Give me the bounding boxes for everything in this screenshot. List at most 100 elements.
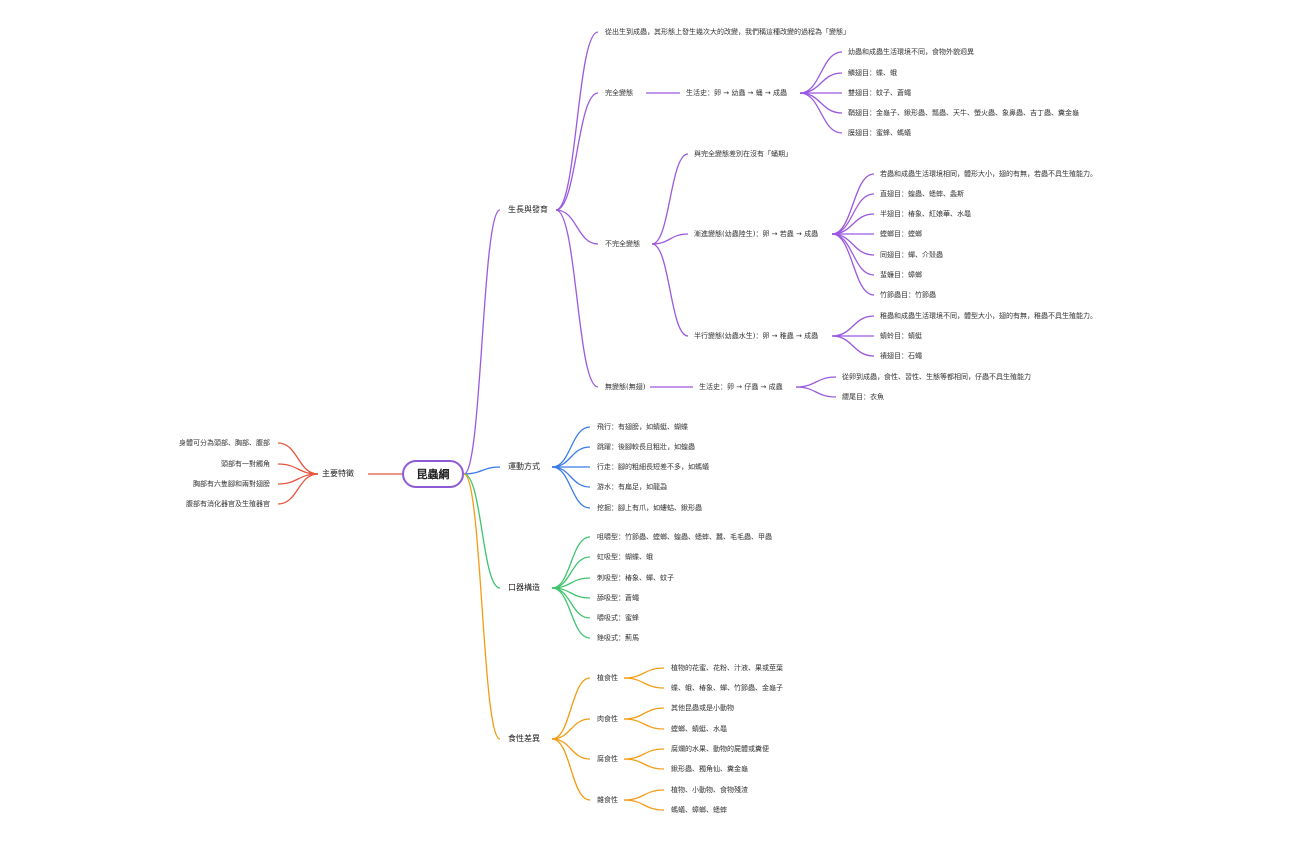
gradual-meta-item[interactable]: 同翅目：蟬、介殼蟲 xyxy=(880,251,943,259)
link-diet-item xyxy=(623,677,665,689)
mouthparts-item[interactable]: 銼吸式：薊馬 xyxy=(597,634,639,642)
diet-item[interactable]: 腐爛的水果、動物的屍體或糞便 xyxy=(671,745,769,753)
movement-item[interactable]: 飛行：有翅膀，如蜻蜓、蝴蝶 xyxy=(597,423,688,431)
link-gradual-item xyxy=(831,193,875,235)
diet-item[interactable]: 蝶、蛾、椿象、蟬、竹節蟲、金龜子 xyxy=(671,684,783,692)
movement-node[interactable]: 運動方式 xyxy=(508,462,540,471)
hemi-meta-item[interactable]: 襀翅目：石蠅 xyxy=(880,352,922,360)
incomplete-meta-note[interactable]: 與完全變態差別在沒有「蛹期」 xyxy=(694,150,792,158)
link-root-movement xyxy=(463,466,501,475)
gradual-meta-node[interactable]: 漸進變態(幼蟲陸生)：卵 → 若蟲 → 成蟲 xyxy=(694,230,819,238)
link-growth-branch xyxy=(555,209,599,388)
movement-item[interactable]: 游水：有扁足，如龍蝨 xyxy=(597,483,667,491)
link-hemi-item xyxy=(831,315,875,337)
link-diet-group xyxy=(551,677,591,740)
main-feature-item[interactable]: 頭部有一對觸角 xyxy=(221,460,270,468)
gradual-meta-item[interactable]: 若蟲和成蟲生活環境相同，體形大小，翅的有無，若蟲不具生殖能力。 xyxy=(880,170,1097,178)
diet-item[interactable]: 植物、小動物、食物殘渣 xyxy=(671,786,748,794)
diet-group[interactable]: 腐食性 xyxy=(597,755,618,763)
diet-group[interactable]: 肉食性 xyxy=(597,715,618,723)
link-movement-item xyxy=(551,426,591,468)
complete-meta-item[interactable]: 膜翅目：蜜蜂、螞蟻 xyxy=(848,129,911,137)
link-diet-item xyxy=(623,789,665,801)
link-ameta-item xyxy=(795,376,837,388)
movement-item[interactable]: 挖掘：腳上有爪，如螻蛄、鍬形蟲 xyxy=(597,504,702,512)
mouthparts-item[interactable]: 咀嚼型：竹節蟲、螳螂、蝗蟲、蟋蟀、蠶、毛毛蟲、甲蟲 xyxy=(597,533,772,541)
link-complete-item xyxy=(799,92,843,134)
hemi-meta-node[interactable]: 半行變態(幼蟲水生)：卵 → 稚蟲 → 成蟲 xyxy=(694,332,819,340)
main-feature-item[interactable]: 腹部有消化器官及生殖器官 xyxy=(186,500,270,508)
diet-item[interactable]: 鍬形蟲、獨角仙、糞金龜 xyxy=(671,765,748,773)
gradual-meta-item[interactable]: 螳螂目：螳螂 xyxy=(880,230,922,238)
complete-meta-node[interactable]: 完全變態 xyxy=(605,89,633,97)
root-node[interactable]: 昆蟲綱 xyxy=(402,460,464,488)
ameta-node[interactable]: 無變態(無翅) xyxy=(605,383,646,391)
growth-node[interactable]: 生長與發育 xyxy=(508,205,548,214)
main-feature-item[interactable]: 身體可分為頭部、胸部、腹部 xyxy=(179,439,270,447)
link-ameta-item xyxy=(795,386,837,398)
gradual-meta-item[interactable]: 半翅目：椿象、紅娘華、水黽 xyxy=(880,210,971,218)
complete-meta-item[interactable]: 幼蟲和成蟲生活環境不同，食物外貌迥異 xyxy=(848,48,974,56)
link-diet-item xyxy=(623,667,665,679)
link-root-mouthparts xyxy=(463,473,501,589)
main-feature-item[interactable]: 胸部有六隻腳和兩對翅膀 xyxy=(193,480,270,488)
link-incomplete-branch xyxy=(651,233,689,245)
diet-node[interactable]: 食性差異 xyxy=(508,734,540,743)
link-root-growth xyxy=(463,209,501,475)
link-main-item xyxy=(277,473,319,505)
gradual-meta-item[interactable]: 竹節蟲目：竹節蟲 xyxy=(880,291,936,299)
link-growth-branch xyxy=(555,92,599,211)
link-movement-item xyxy=(551,466,591,488)
diet-item[interactable]: 螞蟻、蟑螂、蟋蟀 xyxy=(671,806,727,814)
main-features-node[interactable]: 主要特徵 xyxy=(322,469,354,478)
complete-meta-item[interactable]: 雙翅目：蚊子、蒼蠅 xyxy=(848,89,911,97)
link-diet-item xyxy=(623,758,665,770)
link-root-diet xyxy=(463,473,501,740)
link-diet-item xyxy=(623,718,665,730)
mouthparts-node[interactable]: 口器構造 xyxy=(508,583,540,592)
gradual-meta-item[interactable]: 直翅目：蝗蟲、蟋蟀、螽斯 xyxy=(880,190,964,198)
ameta-cycle[interactable]: 生活史：卵 → 仔蟲 → 成蟲 xyxy=(699,383,783,391)
ameta-item[interactable]: 纓尾目：衣魚 xyxy=(842,393,884,401)
link-incomplete-branch xyxy=(651,243,689,337)
link-diet-item xyxy=(623,748,665,760)
growth-intro[interactable]: 從出生到成蟲，其形態上發生幾次大的改變，我們稱這種改變的過程為「變態」 xyxy=(605,28,850,36)
link-hemi-item xyxy=(831,335,875,357)
mouthparts-item[interactable]: 嚼吸式：蜜蜂 xyxy=(597,614,639,622)
gradual-meta-item[interactable]: 蜚蠊目：蟑螂 xyxy=(880,271,922,279)
complete-meta-item[interactable]: 鞘翅目：金龜子、鍬形蟲、瓢蟲、天牛、螢火蟲、象鼻蟲、吉丁蟲、糞金龜 xyxy=(848,109,1079,117)
link-movement-item xyxy=(551,466,591,509)
link-diet-item xyxy=(623,799,665,811)
link-gradual-item xyxy=(831,213,875,235)
mouthparts-item[interactable]: 舔吸型：蒼蠅 xyxy=(597,594,639,602)
link-growth-branch xyxy=(555,209,599,245)
movement-item[interactable]: 行走：腳的粗細長短差不多，如螞蟻 xyxy=(597,463,709,471)
incomplete-meta-node[interactable]: 不完全變態 xyxy=(605,240,640,248)
mouthparts-item[interactable]: 虹吸型：蝴蝶、蛾 xyxy=(597,553,653,561)
link-gradual-item xyxy=(831,233,875,256)
hemi-meta-item[interactable]: 蜻蛉目：蜻蜓 xyxy=(880,332,922,340)
link-growth-branch xyxy=(555,31,599,211)
link-gradual-item xyxy=(831,233,875,296)
diet-item[interactable]: 螳螂、蜻蜓、水黽 xyxy=(671,725,727,733)
complete-meta-item[interactable]: 鱗翅目：蝶、蛾 xyxy=(848,69,897,77)
complete-meta-cycle[interactable]: 生活史：卵 → 幼蟲 → 蛹 → 成蟲 xyxy=(686,89,787,97)
ameta-item[interactable]: 從卵到成蟲，食性、習性、生態等都相同，仔蟲不具生殖能力 xyxy=(842,373,1031,381)
link-complete-item xyxy=(799,72,843,94)
link-gradual-item xyxy=(831,173,875,235)
link-diet-item xyxy=(623,707,665,720)
hemi-meta-item[interactable]: 稚蟲和成蟲生活環境不同，體型大小，翅的有無，稚蟲不具生殖能力。 xyxy=(880,312,1097,320)
mouthparts-item[interactable]: 刺吸型：椿象、蟬、蚊子 xyxy=(597,574,674,582)
link-mouthparts-item xyxy=(551,587,591,639)
link-diet-group xyxy=(551,738,591,760)
link-diet-group xyxy=(551,738,591,801)
movement-item[interactable]: 跳躍：後腳較長且粗壯，如蝗蟲 xyxy=(597,443,695,451)
link-movement-item xyxy=(551,446,591,468)
diet-item[interactable]: 其他昆蟲或是小動物 xyxy=(671,704,734,712)
diet-group[interactable]: 植食性 xyxy=(597,674,618,682)
link-mouthparts-item xyxy=(551,536,591,589)
diet-item[interactable]: 植物的花蜜、花粉、汁液、果或莖葉 xyxy=(671,664,783,672)
diet-group[interactable]: 雜食性 xyxy=(597,796,618,804)
